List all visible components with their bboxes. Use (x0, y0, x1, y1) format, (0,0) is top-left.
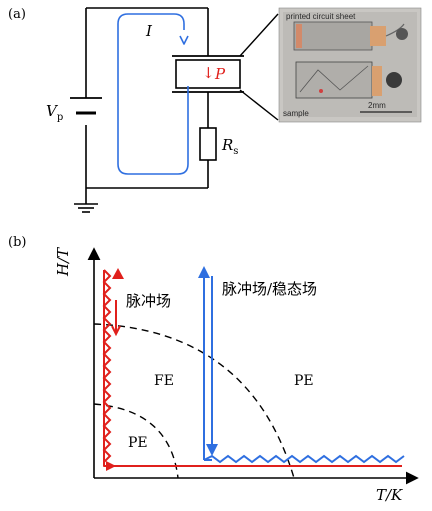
y-axis-label: H/T (54, 247, 72, 276)
red-pulse-path (102, 269, 402, 467)
red-arrowhead (106, 461, 116, 471)
panel-b-label: (b) (8, 235, 27, 250)
blue-down-arrowhead (206, 444, 218, 456)
pulse-steady-field-label: 脉冲场/稳态场 (222, 280, 318, 298)
current-label: I (146, 22, 152, 40)
voltage-label: Vp (46, 104, 63, 123)
photo-sample-text: sample (283, 109, 309, 118)
current-loop (117, 13, 189, 175)
zoom-lines (239, 13, 279, 121)
voltage-symbol: V (46, 102, 57, 120)
region-pe-left: PE (128, 435, 148, 451)
sample-capacitor (172, 55, 244, 93)
fe-pe-boundary-inner (93, 403, 179, 479)
ground-icon (74, 203, 98, 213)
resistor-label: Rs (222, 138, 238, 157)
blue-pulse-path (203, 276, 405, 464)
blue-up-arrowhead (198, 266, 210, 278)
battery-symbol (70, 97, 102, 115)
resistor-symbol-text: R (222, 136, 234, 154)
photo-top-text: printed circuit sheet (286, 12, 356, 21)
photo-scale-text: 2mm (368, 101, 386, 110)
resistor-subscript: s (233, 146, 239, 157)
resistor-symbol (199, 127, 217, 161)
panel-a-label: (a) (8, 7, 26, 22)
pulse-field-label: 脉冲场 (126, 292, 172, 310)
polarization-arrow: ↓ (202, 64, 215, 82)
x-axis-label: T/K (376, 486, 403, 504)
red-top-arrowhead (112, 268, 124, 279)
region-fe: FE (154, 373, 174, 389)
polarization-label: P (215, 65, 226, 83)
region-pe-right: PE (294, 373, 314, 389)
fe-pe-boundary-outer (93, 323, 295, 479)
voltage-subscript: p (56, 112, 64, 123)
sample-photo (278, 7, 422, 123)
